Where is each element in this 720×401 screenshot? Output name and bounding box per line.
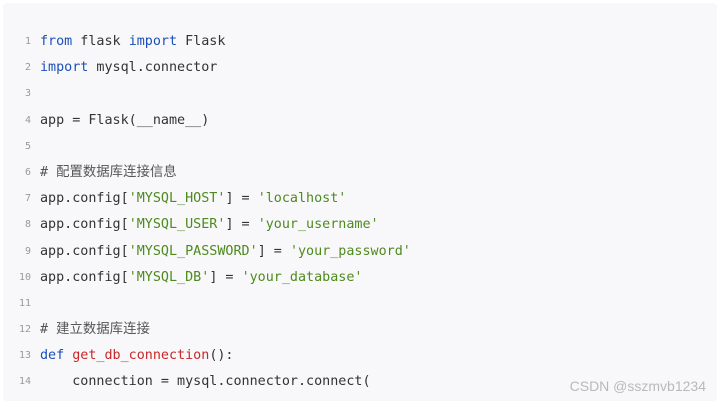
code-token: 'MYSQL_PASSWORD' bbox=[128, 243, 258, 259]
code-token: from bbox=[40, 34, 73, 49]
code-token: 'your_password' bbox=[289, 243, 411, 259]
code-text: # 配置数据库连接信息 bbox=[40, 160, 177, 186]
line-number: 3 bbox=[24, 88, 31, 100]
code-token: ] = bbox=[257, 243, 290, 259]
code-token: Flask bbox=[177, 34, 226, 49]
code-token: app = Flask(__name__) bbox=[40, 112, 210, 128]
code-line: 5 bbox=[3, 134, 717, 160]
code-token: 'your_database' bbox=[241, 269, 363, 285]
code-token: app.config[ bbox=[40, 269, 129, 285]
code-line: 3 bbox=[3, 81, 717, 107]
code-token: ] = bbox=[225, 191, 258, 207]
code-line: 10 app.config['MYSQL_DB'] = 'your_databas… bbox=[3, 265, 717, 291]
code-line: 4 app = Flask(__name__) bbox=[3, 108, 717, 134]
code-line: 11 bbox=[3, 291, 717, 317]
code-text: from flask import Flask bbox=[40, 29, 225, 55]
code-text: app = Flask(__name__) bbox=[40, 108, 209, 134]
code-line: 2 import mysql.connector bbox=[3, 55, 717, 81]
code-line: 13 def get_db_connection(): bbox=[3, 343, 717, 369]
line-number: 11 bbox=[18, 297, 31, 309]
line-number: 7 bbox=[24, 193, 31, 205]
line-number: 9 bbox=[24, 245, 31, 257]
line-number: 8 bbox=[24, 219, 31, 231]
code-token: 'your_username' bbox=[257, 217, 379, 233]
line-number: 5 bbox=[24, 140, 31, 152]
code-token: ] = bbox=[225, 217, 258, 233]
code-token: # 配置数据库连接信息 bbox=[40, 164, 177, 180]
code-token: import bbox=[128, 34, 178, 49]
code-text: import mysql.connector bbox=[40, 55, 217, 81]
code-line: 1 from flask import Flask bbox=[3, 29, 717, 55]
watermark: CSDN @sszmvb1234 bbox=[569, 378, 706, 394]
code-token: ] = bbox=[209, 269, 242, 285]
code-token: 'MYSQL_HOST' bbox=[128, 191, 226, 207]
code-line: 12 # 建立数据库连接 bbox=[3, 317, 717, 343]
code-text: app.config['MYSQL_HOST'] = 'localhost' bbox=[40, 186, 346, 212]
code-token: get_db_connection bbox=[72, 348, 210, 364]
code-token: app.config[ bbox=[40, 243, 129, 259]
line-number: 10 bbox=[18, 271, 31, 283]
code-token: def bbox=[40, 348, 65, 364]
code-text: app.config['MYSQL_DB'] = 'your_database' bbox=[40, 265, 363, 291]
code-token: app.config[ bbox=[40, 217, 129, 233]
line-number: 4 bbox=[24, 114, 31, 126]
code-token: import bbox=[40, 60, 89, 76]
code-text: # 建立数据库连接 bbox=[40, 317, 150, 343]
line-number: 14 bbox=[18, 376, 31, 388]
code-line: 7 app.config['MYSQL_HOST'] = 'localhost' bbox=[3, 186, 717, 212]
code-token: 'MYSQL_USER' bbox=[128, 217, 226, 233]
code-text: def get_db_connection(): bbox=[40, 343, 234, 369]
code-line: 9 app.config['MYSQL_PASSWORD'] = 'your_pa… bbox=[3, 239, 717, 265]
code-token: app.config[ bbox=[40, 191, 129, 207]
code-token: (): bbox=[209, 348, 234, 364]
code-token: mysql.connector bbox=[88, 60, 218, 76]
code-line: 8 app.config['MYSQL_USER'] = 'your_userna… bbox=[3, 212, 717, 238]
line-number: 6 bbox=[24, 166, 31, 178]
line-number: 1 bbox=[24, 36, 31, 47]
code-block: 1 from flask import Flask 2 import mysql.co… bbox=[3, 3, 717, 401]
code-line: 6 # 配置数据库连接信息 bbox=[3, 160, 717, 186]
code-line: 14 connection = mysql.connector.connect( bbox=[3, 369, 717, 395]
code-token: # 建立数据库连接 bbox=[40, 322, 150, 338]
code-token: connection = mysql.connector.connect( bbox=[40, 374, 371, 390]
code-token: 'MYSQL_DB' bbox=[128, 269, 210, 285]
code-lines: 1 from flask import Flask 2 import mysql.co… bbox=[3, 29, 717, 396]
line-number: 12 bbox=[18, 324, 31, 336]
line-number: 2 bbox=[24, 62, 31, 74]
code-text: app.config['MYSQL_USER'] = 'your_usernam… bbox=[40, 212, 379, 238]
code-token: flask bbox=[72, 34, 129, 49]
code-token: 'localhost' bbox=[257, 191, 347, 207]
code-text: connection = mysql.connector.connect( bbox=[40, 369, 371, 395]
code-text: app.config['MYSQL_PASSWORD'] = 'your_pas… bbox=[40, 239, 411, 265]
line-number: 13 bbox=[18, 350, 31, 362]
